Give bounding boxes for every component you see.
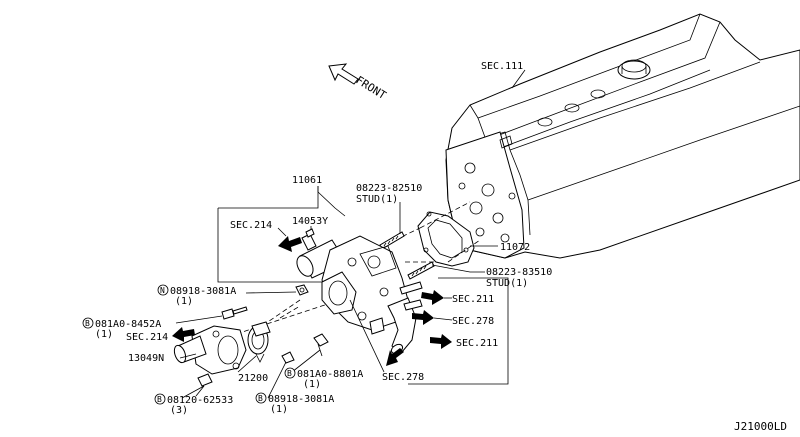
sec-211-right-label: SEC.211 (452, 294, 494, 305)
thermostat-housing-13049n (173, 325, 247, 375)
sec-211-lower-arrow-icon (430, 334, 452, 349)
nut-upper-prefix: N (160, 286, 165, 295)
stud-upper (379, 231, 405, 250)
sec-278-right-arrow-icon (412, 310, 434, 325)
nut-upper-number: 08918-3081A (170, 286, 236, 297)
part-14053y-label: 14053Y (292, 216, 328, 227)
front-label: FRONT (353, 74, 388, 103)
nut-lower-prefix: B (258, 394, 263, 403)
thermostat-21200 (247, 321, 271, 363)
bolt-8452-qty: (1) (95, 329, 113, 340)
part-11061-label: 11061 (292, 175, 322, 186)
sec-214-left-arrow-icon (172, 327, 195, 342)
nut-upper-callout: N 08918-3081A (1) (157, 284, 236, 307)
gasket-11072 (417, 211, 475, 267)
sec-111-label: SEC.111 (481, 61, 523, 72)
front-arrow-icon (328, 63, 359, 85)
sec-211-right-arrow-icon (421, 290, 444, 305)
bolt-8801-prefix: B (287, 369, 292, 378)
sec-214-top-arrow-icon (278, 236, 302, 252)
bolt-62533-fastener (195, 373, 213, 397)
part-13049n-label: 13049N (128, 353, 164, 364)
stud-upper-qty: STUD(1) (356, 194, 398, 205)
part-21200-label: 21200 (238, 373, 268, 384)
water-outlet-housing-11061 (296, 235, 423, 355)
stud-lower (407, 261, 435, 280)
sec-frame-box (408, 277, 509, 385)
stud-lower-qty: STUD(1) (486, 278, 528, 289)
assembly-frame-box (218, 191, 346, 217)
bolt-8452-number: 081A0-8452A (95, 319, 161, 330)
bolt-8452-fastener (221, 306, 248, 320)
nut-lower-qty: (1) (270, 404, 288, 415)
sec-214-top-label: SEC.214 (230, 220, 272, 231)
bolt-8801-callout: B 081A0-8801A (1) (284, 367, 363, 390)
stud-lower-number: 08223-83510 (486, 267, 552, 278)
sec-211-lower-label: SEC.211 (456, 338, 498, 349)
bolt-8452-prefix: B (85, 319, 90, 328)
bolt-8801-qty: (1) (303, 379, 321, 390)
cylinder-head-outline (445, 13, 800, 259)
bolt-62533-callout: B 08120-62533 (3) (154, 393, 233, 416)
sec-214-left-label: SEC.214 (126, 332, 168, 343)
bolt-62533-number: 08120-62533 (167, 395, 233, 406)
bolt-62533-prefix: B (157, 395, 162, 404)
sec-278-bottom-arrow-icon (386, 348, 404, 366)
nut-lower-number: 08918-3081A (268, 394, 334, 405)
bolt-62533-qty: (3) (170, 405, 188, 416)
nut-upper-qty: (1) (175, 296, 193, 307)
drawing-code: J21000LD (734, 420, 787, 433)
nut-upper-fastener (295, 284, 309, 296)
sec-278-right-label: SEC.278 (452, 316, 494, 327)
nut-lower-callout: B 08918-3081A (1) (255, 392, 334, 415)
part-11072-label: 11072 (500, 242, 530, 253)
sensor-14053y (301, 228, 317, 251)
sec-278-bottom-label: SEC.278 (382, 372, 424, 383)
bolt-8452-callout: B 081A0-8452A (1) (82, 317, 161, 340)
bolt-8801-number: 081A0-8801A (297, 369, 363, 380)
nut-lower-fastener (281, 351, 295, 364)
stud-upper-number: 08223-82510 (356, 183, 422, 194)
